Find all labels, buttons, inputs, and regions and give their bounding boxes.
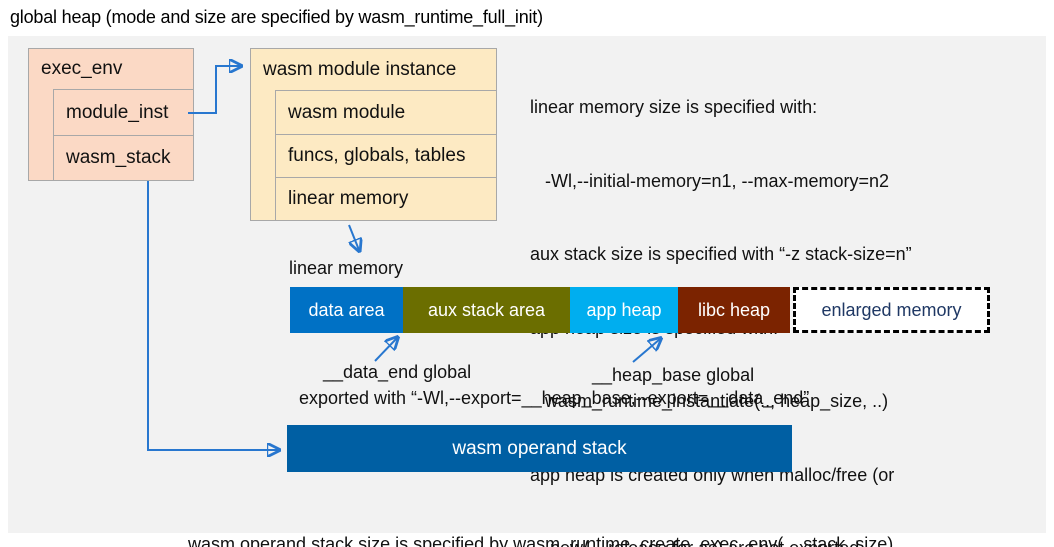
wasm-module-instance-box: wasm module instance wasm module funcs, … bbox=[250, 48, 497, 221]
wasm-module-instance-title: wasm module instance bbox=[263, 58, 457, 80]
note-line: wasm operand stack size is specified by … bbox=[188, 534, 894, 547]
linear-memory-label: linear memory bbox=[289, 258, 404, 278]
exec-env-title: exec_env bbox=[41, 58, 123, 79]
note-line: __new/__release for as) are not exported bbox=[530, 536, 912, 547]
linear-memory-bar: data area aux stack area app heap libc h… bbox=[290, 287, 990, 333]
segment-app-heap: app heap bbox=[570, 287, 678, 333]
instance-row-funcs-globals-tables: funcs, globals, tables bbox=[276, 134, 496, 177]
exec-env-row-wasm-stack: wasm_stack bbox=[54, 135, 193, 180]
exec-env-rows: module_inst wasm_stack bbox=[53, 89, 193, 180]
segment-enlarged-memory: enlarged memory bbox=[793, 287, 990, 333]
notes-bottom: wasm operand stack size is specified by … bbox=[188, 482, 893, 547]
page-title: global heap (mode and size are specified… bbox=[10, 7, 543, 27]
exec-env-row-module-inst: module_inst bbox=[66, 101, 169, 123]
wasm-operand-stack-bar: wasm operand stack bbox=[287, 425, 792, 472]
note-line: linear memory size is specified with: bbox=[530, 97, 818, 117]
segment-aux-stack-area: aux stack area bbox=[403, 287, 570, 333]
instance-row-wasm-module: wasm module bbox=[288, 101, 406, 123]
exported-with-label: exported with “-Wl,--export=__heap_base,… bbox=[299, 388, 810, 408]
wasm-module-instance-rows: wasm module funcs, globals, tables linea… bbox=[275, 90, 496, 220]
exec-env-box: exec_env module_inst wasm_stack bbox=[28, 48, 194, 181]
heap-base-global-label: __heap_base global bbox=[592, 365, 755, 385]
data-end-global-label: __data_end global bbox=[323, 362, 472, 382]
note-line: wasm_runtime_instantiate(.., heap_size, … bbox=[530, 391, 889, 411]
note-line: aux stack size is specified with “-z sta… bbox=[530, 244, 912, 264]
segment-data-area: data area bbox=[290, 287, 403, 333]
instance-row-linear-memory: linear memory bbox=[276, 177, 496, 220]
note-line: -Wl,--initial-memory=n1, --max-memory=n2 bbox=[530, 170, 890, 191]
wasm-operand-stack-label: wasm operand stack bbox=[452, 437, 627, 459]
segment-libc-heap: libc heap bbox=[678, 287, 790, 333]
